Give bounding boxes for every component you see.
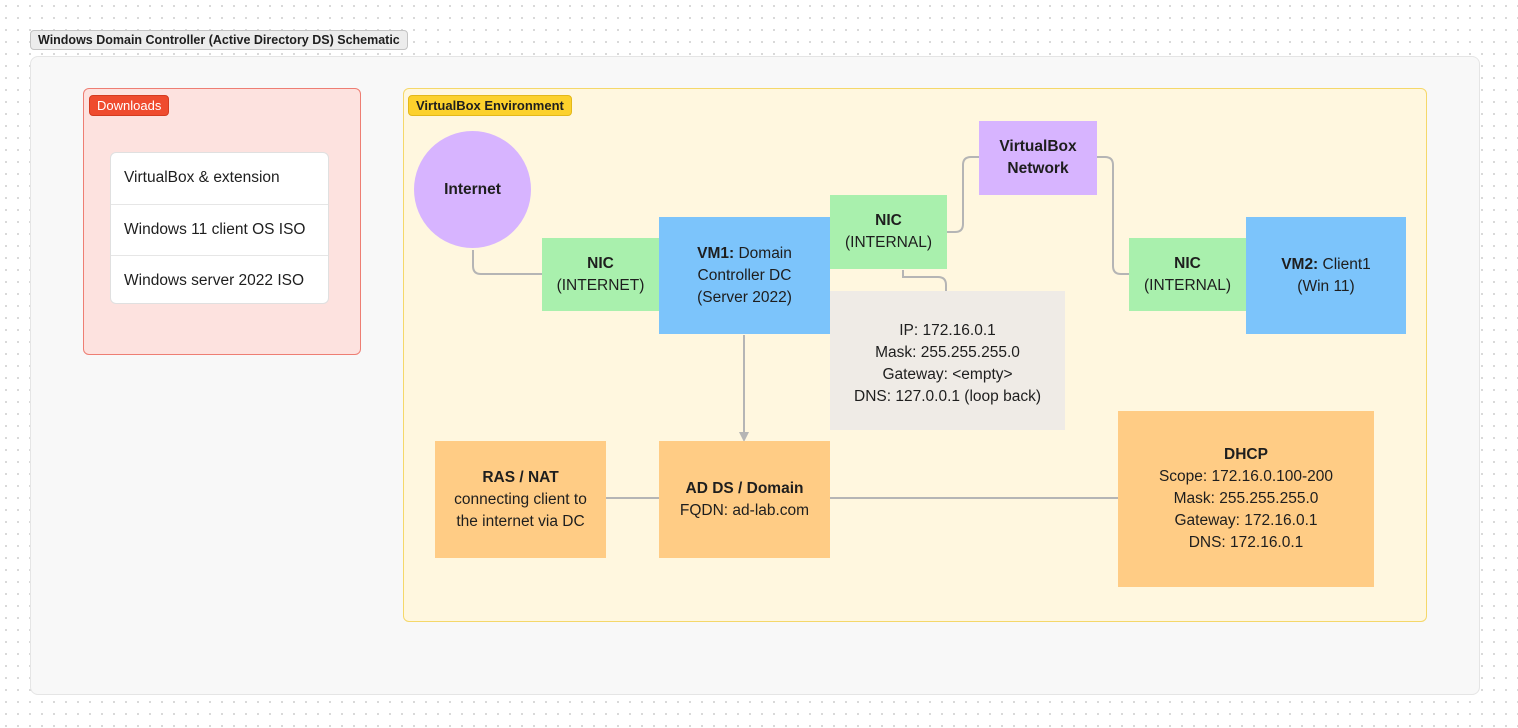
dc-ip-config-note: IP: 172.16.0.1 Mask: 255.255.255.0 Gatew… — [830, 291, 1065, 430]
virtualbox-environment-label: VirtualBox Environment — [408, 95, 572, 116]
dhcp-node: DHCP Scope: 172.16.0.100-200 Mask: 255.2… — [1118, 411, 1374, 587]
adds-title: AD DS / Domain — [685, 479, 804, 497]
nic-internal-client-node: NIC (INTERNAL) — [1129, 238, 1246, 311]
vm2-line1: Client1 — [1318, 255, 1371, 273]
ras-line2: the internet via DC — [456, 512, 585, 530]
virtualbox-network-node: VirtualBox Network — [979, 121, 1097, 195]
dhcp-scope: Scope: 172.16.0.100-200 — [1158, 468, 1334, 485]
nic-internal-dc-sub: (INTERNAL) — [845, 234, 932, 251]
vm1-title: VM1: — [697, 244, 735, 262]
vm2-title: VM2: — [1281, 255, 1319, 273]
downloads-list: VirtualBox & extension Windows 11 client… — [110, 152, 329, 304]
ras-title: RAS / NAT — [482, 468, 559, 486]
nic-internet-node: NIC (INTERNET) — [542, 238, 659, 311]
ras-line1: connecting client to — [454, 490, 587, 508]
nic-internal-dc-node: NIC (INTERNAL) — [830, 195, 947, 269]
dhcp-dns: DNS: 172.16.0.1 — [1188, 534, 1304, 551]
dc-dns: DNS: 127.0.0.1 (loop back) — [854, 387, 1041, 405]
nic-internal-dc-title: NIC — [875, 212, 902, 229]
vm2-line2: (Win 11) — [1297, 277, 1355, 295]
download-item-virtualbox: VirtualBox & extension — [111, 153, 328, 205]
internet-node: Internet — [414, 131, 531, 248]
wire-nic-internal-to-network — [947, 156, 980, 233]
nic-internet-title: NIC — [587, 254, 614, 272]
dhcp-mask: Mask: 255.255.255.0 — [1173, 490, 1319, 507]
vm1-line1: Domain — [734, 244, 792, 262]
vbox-network-line2: Network — [1007, 160, 1069, 177]
dhcp-title: DHCP — [1224, 446, 1268, 463]
dc-ip: IP: 172.16.0.1 — [899, 321, 996, 339]
nic-internet-sub: (INTERNET) — [556, 276, 645, 294]
frame-title: Windows Domain Controller (Active Direct… — [30, 30, 408, 50]
vm1-line2: Controller DC — [697, 266, 792, 284]
wire-internet-to-nic — [472, 250, 542, 275]
vm1-line3: (Server 2022) — [697, 288, 792, 306]
download-item-windows11: Windows 11 client OS ISO — [111, 205, 328, 256]
vbox-network-line1: VirtualBox — [999, 138, 1077, 155]
dc-mask: Mask: 255.255.255.0 — [875, 343, 1020, 361]
wire-nic-to-ip-config — [902, 270, 947, 291]
downloads-label: Downloads — [89, 95, 170, 116]
nic-internal-client-sub: (INTERNAL) — [1144, 276, 1231, 294]
vm1-domain-controller-node: VM1: Domain Controller DC (Server 2022) — [659, 217, 830, 334]
dc-gateway: Gateway: <empty> — [882, 365, 1013, 383]
dhcp-gateway: Gateway: 172.16.0.1 — [1174, 512, 1318, 529]
internet-label: Internet — [444, 180, 501, 198]
ras-nat-node: RAS / NAT connecting client to the inter… — [435, 441, 606, 558]
wire-network-to-client-nic — [1096, 156, 1129, 275]
adds-fqdn: FQDN: ad-lab.com — [679, 501, 810, 519]
vm2-client-node: VM2: Client1 (Win 11) — [1246, 217, 1406, 334]
adds-domain-node: AD DS / Domain FQDN: ad-lab.com — [659, 441, 830, 558]
nic-internal-client-title: NIC — [1174, 254, 1201, 272]
download-item-server2022: Windows server 2022 ISO — [124, 272, 305, 290]
